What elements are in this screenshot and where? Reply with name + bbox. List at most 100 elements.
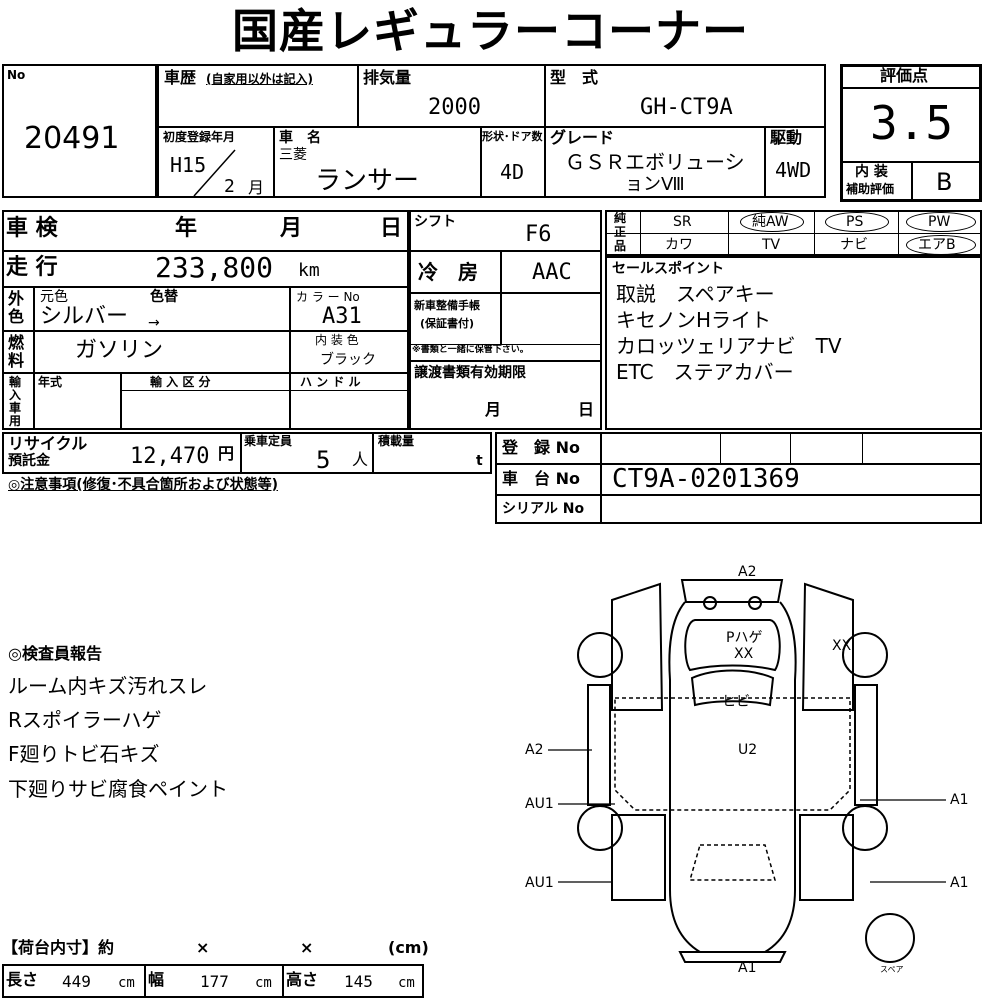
inspector-line-2: Rスポイラーハゲ: [8, 708, 162, 732]
length-unit: cm: [118, 975, 135, 991]
mileage-unit: km: [298, 260, 320, 281]
capacity-value: 5: [316, 446, 331, 474]
fuel-value: ガソリン: [75, 338, 164, 363]
maintenance-line2: (保証書付): [420, 317, 475, 330]
color-no-label: カ ラ ー No: [296, 290, 360, 304]
left-rear-quarter: [611, 814, 666, 901]
shift-value: F6: [525, 222, 552, 247]
cargo-label: 【荷台内寸】約: [2, 938, 115, 957]
windshield: [690, 669, 775, 707]
drive-label: 駆動: [770, 128, 803, 147]
transfer-label: 譲渡書類有効期限: [414, 365, 526, 381]
right-door: [854, 684, 878, 806]
displacement-label: 排気量: [363, 68, 412, 87]
equip-tv: TV: [762, 237, 781, 253]
diagram-label-bottom: A1: [738, 960, 756, 976]
width-label: 幅: [148, 970, 165, 989]
inspection-day: 日: [380, 216, 403, 241]
import-section: 輸入車用: [9, 375, 22, 428]
rating-value: 3.5: [870, 96, 954, 150]
import-class-label: 輸 入 区 分: [150, 375, 211, 389]
wheel-rear-right: [842, 805, 888, 851]
maintenance-line1: 新車整備手帳: [414, 299, 480, 312]
equipment-label: 純正品: [614, 211, 627, 253]
rating-label: 評価点: [880, 66, 929, 85]
lot-number: 20491: [24, 121, 120, 156]
height-unit: cm: [398, 975, 415, 991]
equip-oval-airbag: [906, 235, 976, 255]
recycle-label2: 預託金: [8, 453, 50, 469]
car-damage-diagram: A2 Pハゲ XX XX ヒビ U2 A2 AU1 AU1 A1 A1 A1 ス…: [525, 564, 968, 976]
recycle-unit: 円: [218, 444, 235, 463]
trunk-outline: [689, 844, 776, 881]
equip-oval-ps: [825, 212, 889, 232]
color-no-value: A31: [322, 304, 362, 329]
inspector-line-4: 下廻りサビ腐食ペイント: [8, 777, 228, 801]
interior-rating-value: B: [936, 168, 953, 196]
headlight-right: [748, 596, 762, 610]
model-label: 型 式: [550, 68, 599, 87]
capacity-unit: 人: [352, 450, 369, 469]
date-slash: [193, 149, 236, 197]
sales-point-1: 取説 スペアキー: [616, 282, 775, 306]
doors-value: 4D: [500, 160, 525, 184]
rear-bumper: [678, 951, 787, 963]
cabin-outline: [614, 697, 851, 811]
inspector-line-1: ルーム内キズ汚れスレ: [8, 674, 208, 698]
equip-oval-aw: [740, 212, 804, 232]
color-change-label: 色替: [150, 289, 178, 305]
inspector-label: ◎検査員報告: [8, 644, 102, 663]
dims-row: [2, 964, 424, 998]
lot-number-box: No 20491: [2, 64, 157, 198]
orig-color-label: 元色: [40, 289, 68, 305]
diagram-label-top: A2: [738, 564, 756, 580]
left-door: [587, 684, 611, 806]
aircon-label: 冷 房: [418, 260, 478, 284]
equip-navi: ナビ: [840, 237, 868, 253]
fuel-section: 燃料: [8, 333, 25, 370]
serial-label: シリアル No: [502, 501, 585, 517]
equip-aw: 純AW: [752, 214, 789, 230]
wheel-front-right: [842, 632, 888, 678]
maintenance-note: ※書類と一緒に保管下さい。: [412, 345, 529, 355]
registration-label: 登 録 No: [502, 438, 580, 457]
color-value: シルバー: [40, 304, 129, 329]
chassis-label: 車 台 No: [502, 469, 580, 488]
body-outline: [668, 601, 797, 953]
length-label: 長さ: [6, 970, 39, 989]
recycle-value: 12,470: [130, 444, 210, 469]
no-label: No: [7, 68, 26, 82]
diagram-label-right-sill: A1: [950, 792, 968, 808]
sales-points-label: セールスポイント: [612, 261, 724, 277]
diagram-label-roof2: XX: [734, 646, 754, 662]
diagram-label-windshield: ヒビ: [722, 694, 750, 710]
mileage-value: 233,800: [155, 251, 274, 284]
interior-rating-label2: 補助評価: [846, 182, 895, 196]
recycle-row: [2, 432, 492, 474]
displacement-value: 2000: [428, 95, 481, 120]
color-arrow: →: [148, 315, 160, 331]
front-bumper: [680, 579, 784, 603]
first-reg-month: 2: [224, 176, 235, 197]
spare-tire: [865, 913, 915, 963]
chassis-value: CT9A-0201369: [612, 464, 800, 494]
height-label: 高さ: [286, 970, 319, 989]
sales-point-2: キセノンHライト: [616, 308, 772, 332]
middle-grid: [409, 210, 602, 430]
height-value: 145: [344, 972, 373, 991]
first-reg-era: H15: [170, 153, 207, 177]
shift-label: シフト: [414, 214, 456, 230]
diagram-label-left-sill: AU1: [525, 796, 554, 812]
diagram-label-roof1: Pハゲ: [726, 630, 762, 646]
car-name-value: ランサー: [315, 166, 420, 196]
equip-sr: SR: [673, 214, 692, 230]
grade-line1: ＧＳＲエボリューシ: [565, 150, 745, 174]
history-label: 車歴: [164, 68, 197, 87]
color-section: 外色: [8, 289, 25, 326]
import-handle-label: ハ ン ド ル: [300, 375, 361, 389]
right-rear-quarter: [799, 814, 854, 901]
headlight-left: [703, 596, 717, 610]
transfer-month: 月: [485, 400, 502, 419]
inspection-month: 月: [280, 216, 303, 241]
wheel-rear-left: [577, 805, 623, 851]
